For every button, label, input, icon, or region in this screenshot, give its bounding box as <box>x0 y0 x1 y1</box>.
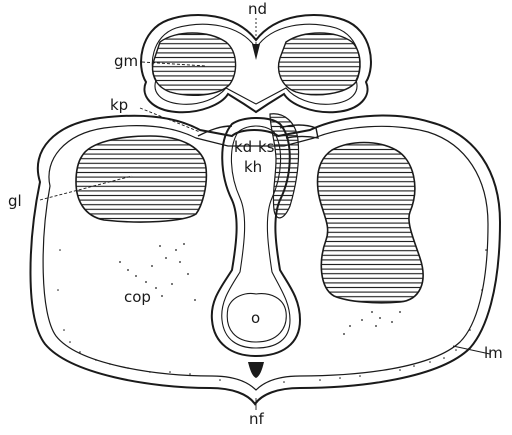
ks-hatched-strip <box>270 114 299 218</box>
right-gm-hatched-mass <box>279 33 361 95</box>
label-kh: kh <box>244 158 262 176</box>
nd-notch <box>252 44 260 60</box>
label-gl: gl <box>8 192 22 210</box>
right-lateral-hatched-mass <box>318 143 424 303</box>
left-gm-hatched-mass <box>153 33 236 95</box>
nf-notch <box>248 362 264 378</box>
label-cop: cop <box>124 288 151 306</box>
label-lm: lm <box>484 344 503 362</box>
label-nd: nd <box>248 0 267 18</box>
label-kd: kd <box>234 138 252 156</box>
label-gm: gm <box>114 52 138 70</box>
left-gl-hatched-mass <box>76 136 206 222</box>
label-ks: ks <box>258 138 275 156</box>
label-kp: kp <box>110 96 128 114</box>
label-o: o <box>251 309 260 327</box>
label-nf: nf <box>249 410 265 428</box>
